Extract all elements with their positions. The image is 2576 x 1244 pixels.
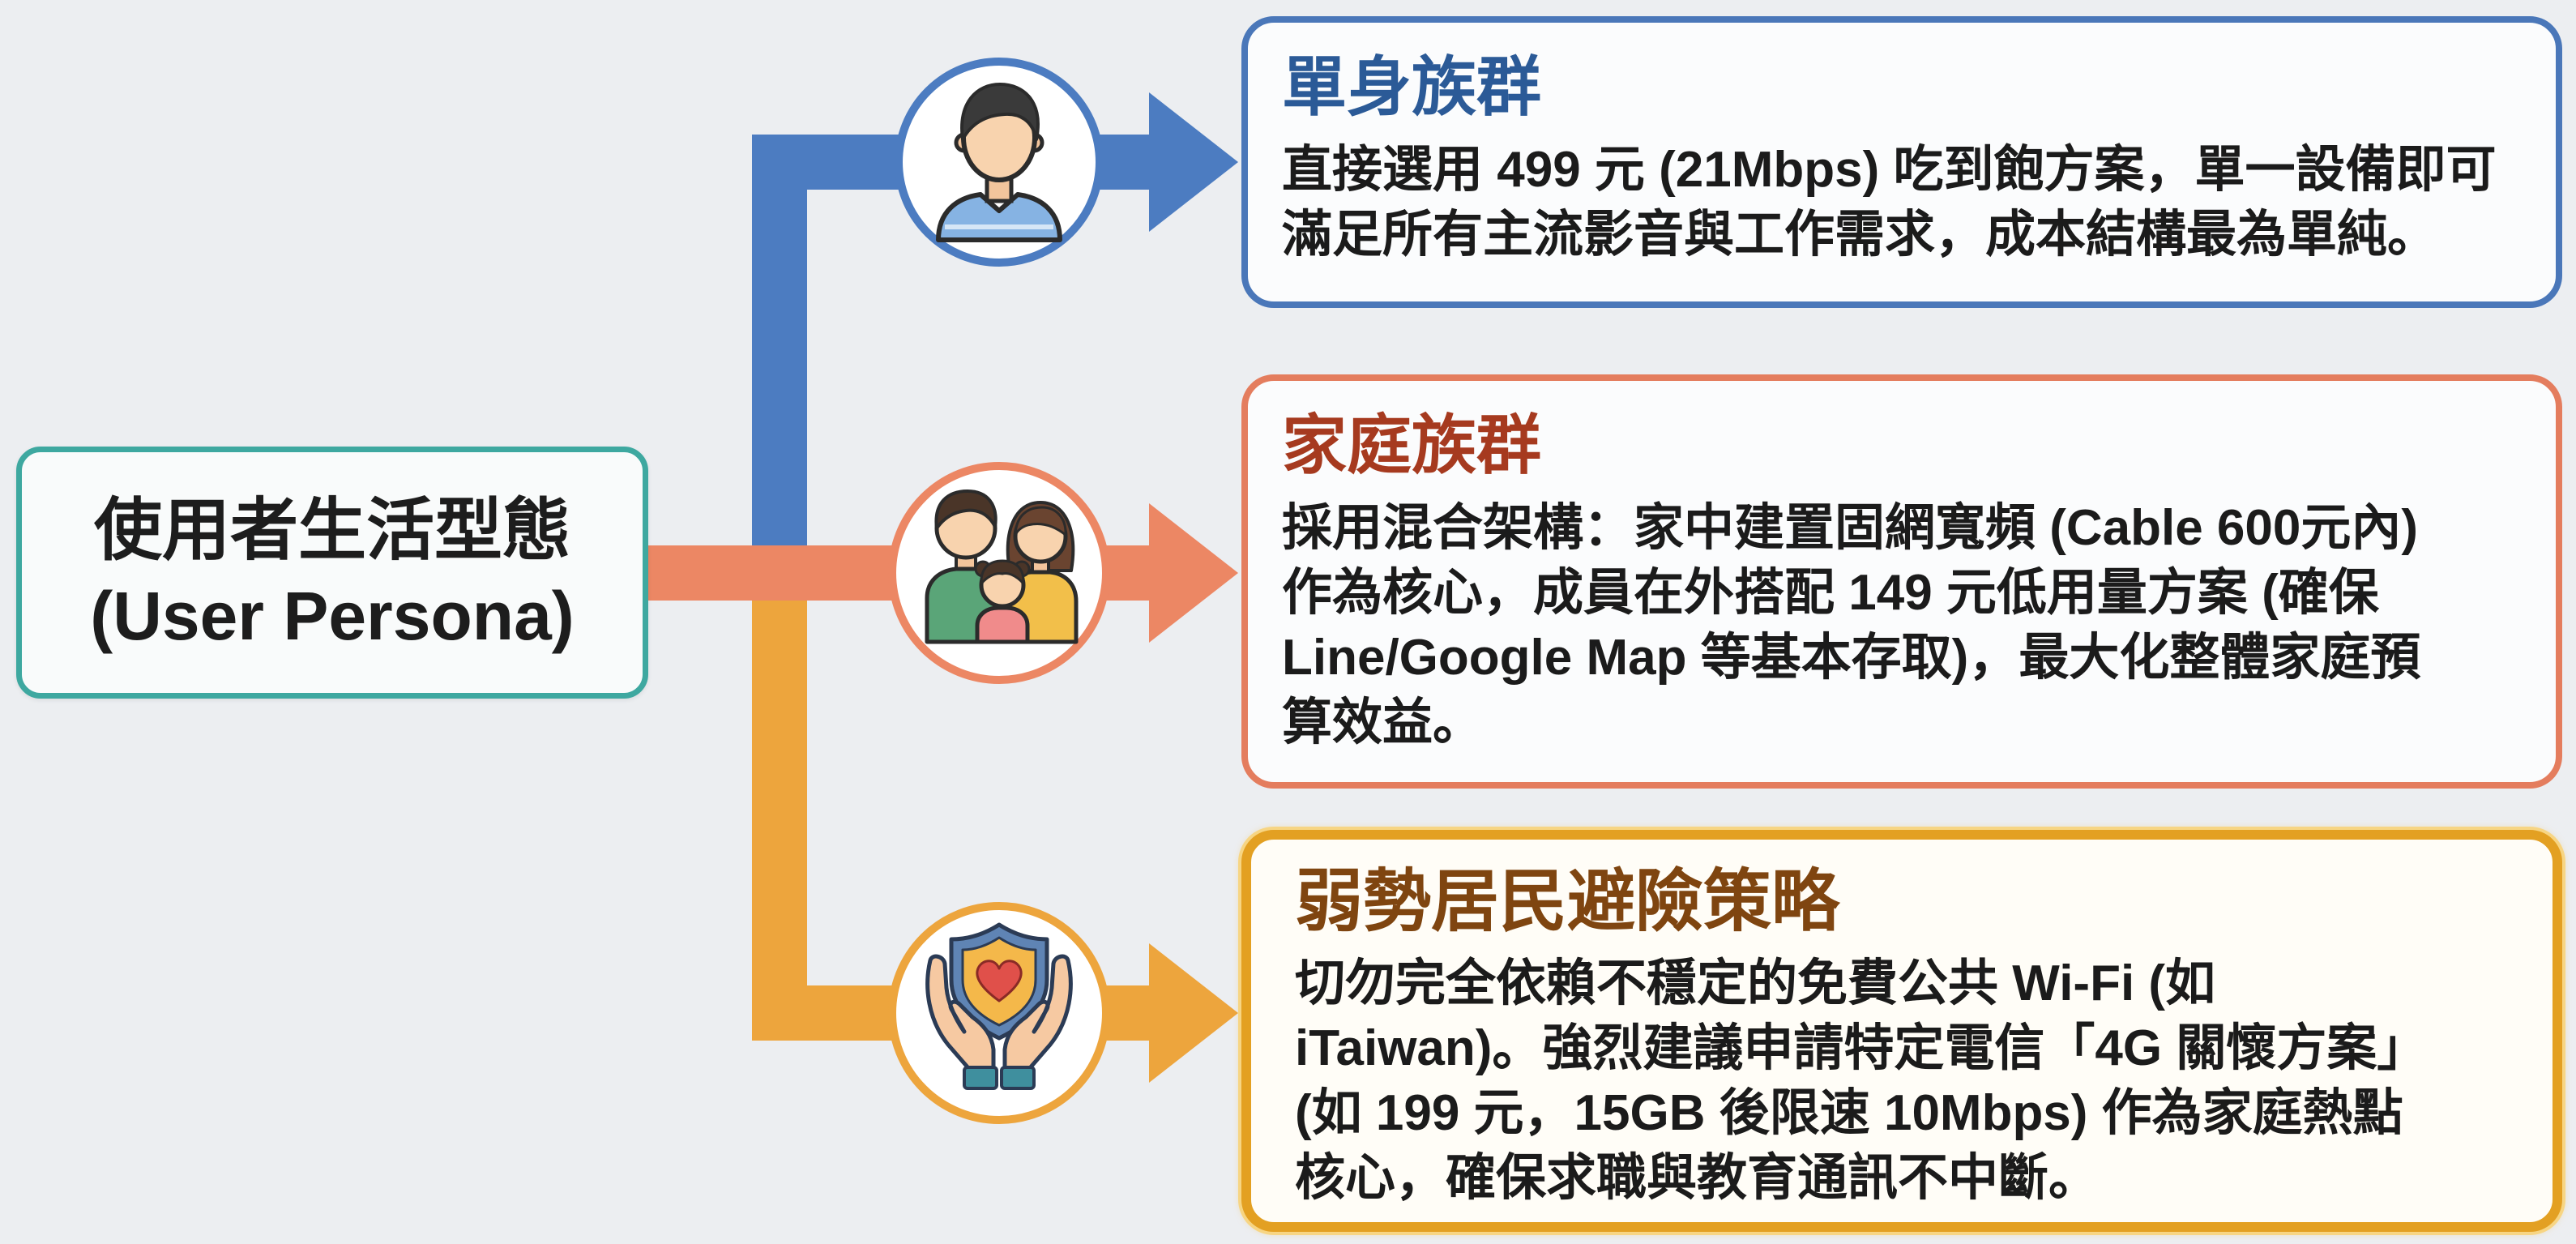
vulnerable-group-text-line: 核心，確保求職與教育通訊不中斷。 [1295, 1150, 2100, 1206]
family-branch-arrowhead [1149, 503, 1238, 643]
single-person-icon [895, 58, 1104, 267]
vulnerable-group-box: 弱勢居民避險策略 切勿完全依賴不穩定的免費公共 Wi-Fi (如 iTaiwan… [1241, 830, 2562, 1232]
family-group-text-line: 作為核心，成員在外搭配 149 元低用量方案 (確保 [1282, 565, 2379, 621]
single-branch-vertical-bar [752, 135, 807, 573]
vulnerable-branch-arrowhead [1149, 943, 1238, 1083]
right-sleeve-cuff [1000, 1066, 1036, 1090]
right-hand-icon [1000, 954, 1073, 1090]
vulnerable-branch-vertical-bar [752, 573, 807, 1041]
left-hand-icon [925, 954, 998, 1090]
right-hand [1002, 954, 1073, 1071]
single-group-text-line: 滿足所有主流影音與工作需求，成本結構最為單純。 [1282, 207, 2438, 263]
single-group-text-line: 直接選用 499 元 (21Mbps) 吃到飽方案，單一設備即可 [1282, 142, 2497, 198]
single-group-title: 單身族群 [1282, 51, 1541, 123]
heart-icon [976, 960, 1023, 1002]
left-hand [925, 954, 996, 1071]
family-group-text-line: Line/Google Map 等基本存取)，最大化整體家庭預 [1282, 630, 2421, 686]
hands-holding-shield-heart-icon [888, 902, 1110, 1124]
family-group-title: 家庭族群 [1282, 409, 1541, 481]
man-hair [934, 489, 998, 530]
person-hair [960, 83, 1040, 141]
woman-bangs [1014, 506, 1067, 537]
single-branch-arrowhead [1149, 92, 1238, 232]
family-icon [888, 462, 1110, 684]
persona-subtitle: (User Persona) [90, 577, 575, 654]
child-body [975, 605, 1030, 644]
vulnerable-group-text-line: (如 199 元，15GB 後限速 10Mbps) 作為家庭熱點 [1295, 1085, 2403, 1141]
child-hair [980, 559, 1025, 585]
persona-title: 使用者生活型態 [93, 491, 570, 568]
vulnerable-group-text-line: iTaiwan)。強烈建議申請特定電信「4G 關懷方案」 [1295, 1020, 2428, 1076]
vulnerable-group-text-line: 切勿完全依賴不穩定的免費公共 Wi-Fi (如 [1295, 955, 2216, 1011]
family-group-text-line: 採用混合架構：家中建置固網寬頻 (Cable 600元內) [1282, 500, 2419, 556]
user-persona-box: 使用者生活型態 (User Persona) [16, 447, 648, 699]
vulnerable-group-title: 弱勢居民避險策略 [1295, 863, 1840, 939]
left-sleeve-cuff [963, 1066, 998, 1090]
family-group-box: 家庭族群 採用混合架構：家中建置固網寬頻 (Cable 600元內) 作為核心，… [1241, 374, 2562, 789]
family-group-text-line: 算效益。 [1282, 695, 1484, 750]
single-group-box: 單身族群 直接選用 499 元 (21Mbps) 吃到飽方案，單一設備即可 滿足… [1241, 16, 2562, 308]
